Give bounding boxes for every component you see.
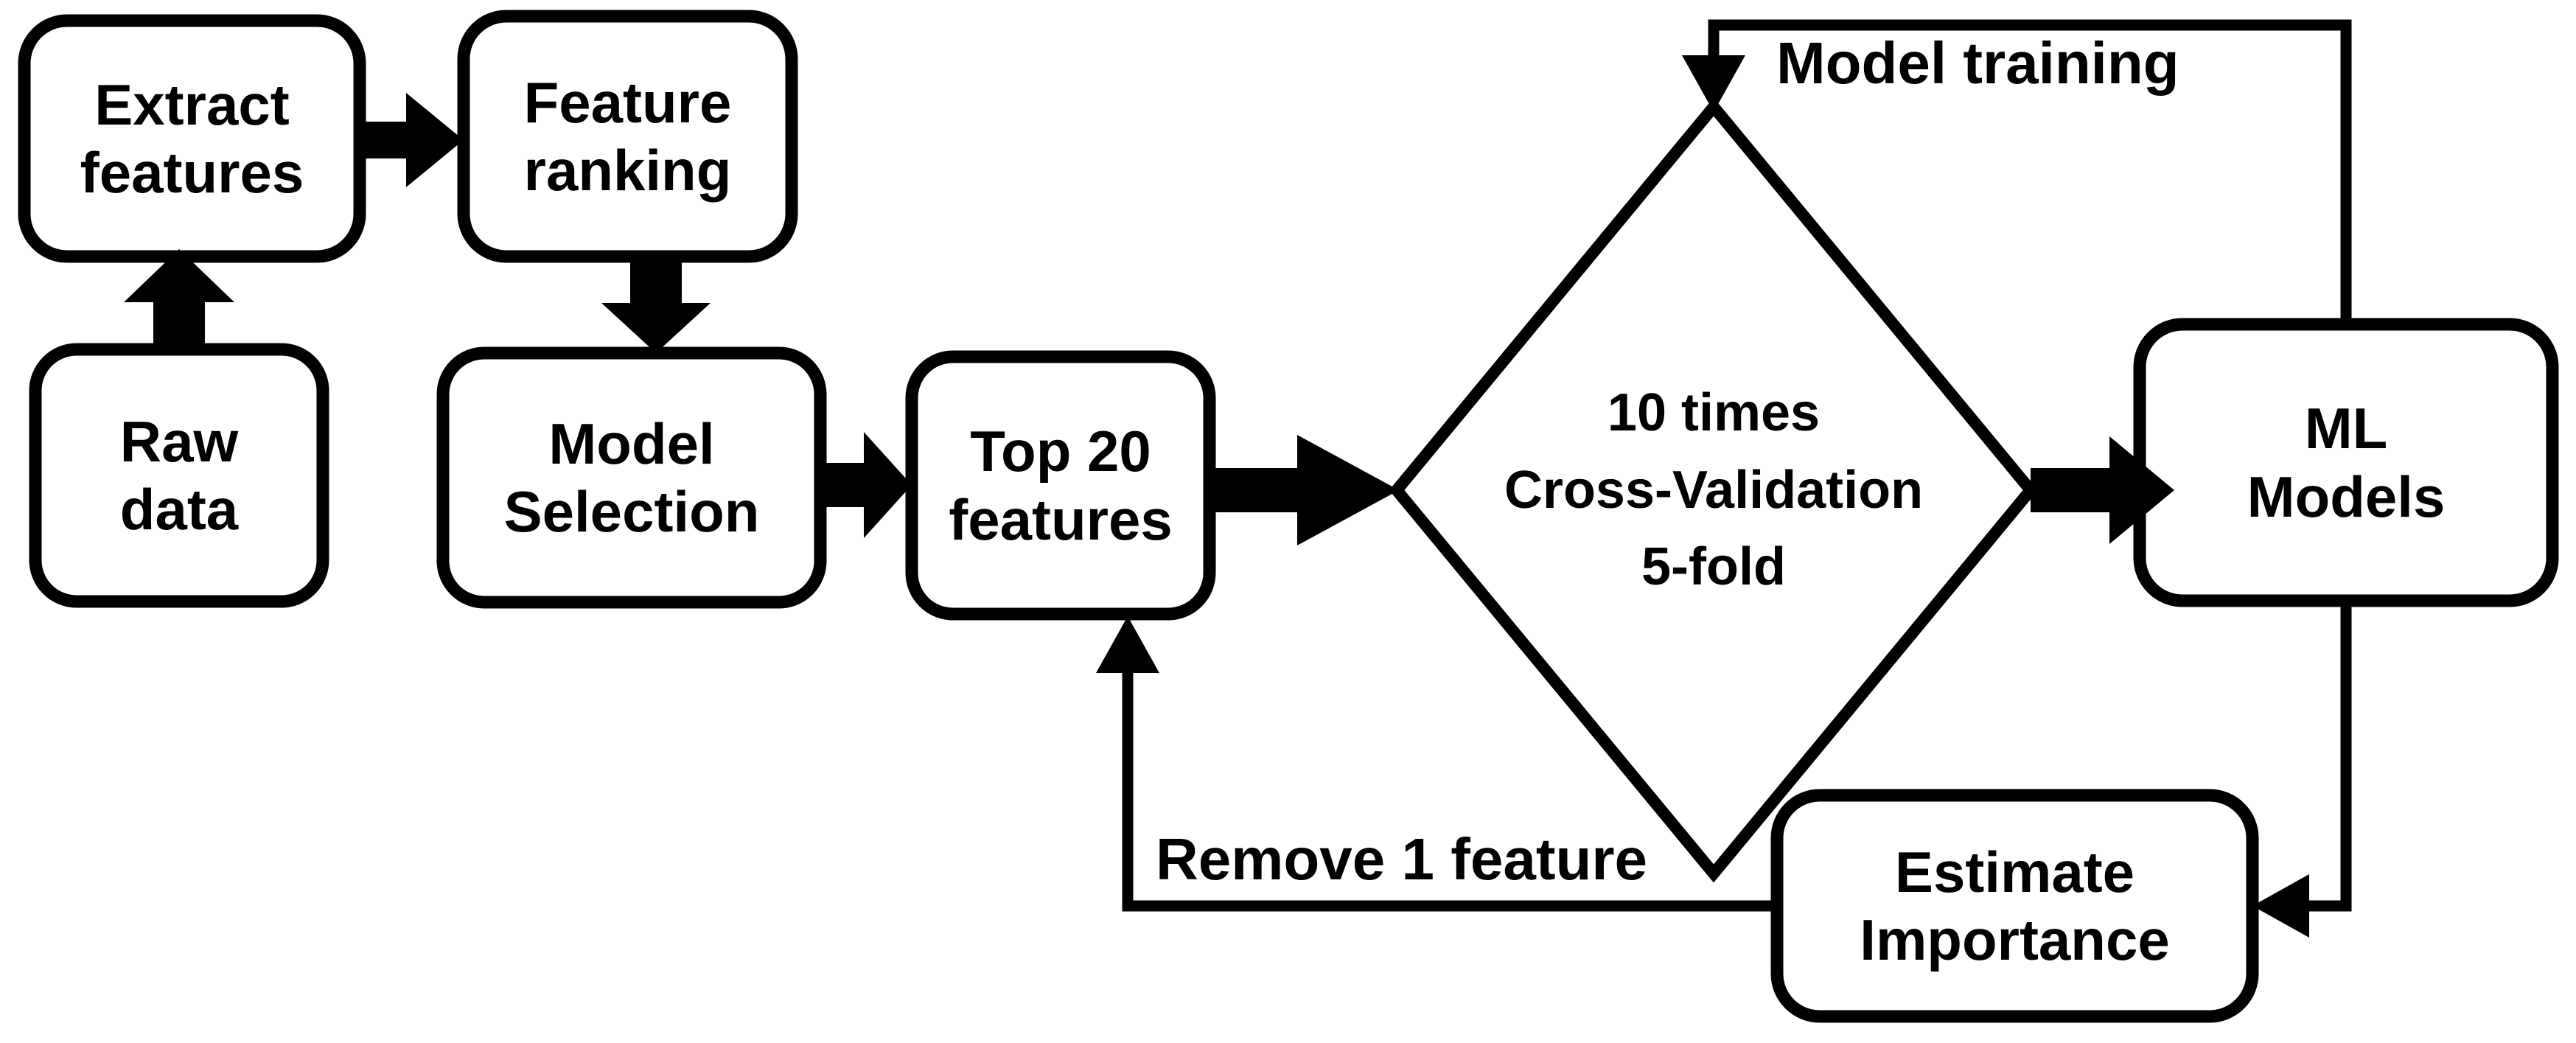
edge-label-model-training: Model training xyxy=(1776,30,2179,96)
node-shape-top-20-features[interactable] xyxy=(905,350,1216,621)
edge-top20-to-cv xyxy=(1210,435,1399,545)
node-shape-extract-features[interactable] xyxy=(18,14,366,263)
edge-ml-models-to-cv xyxy=(1682,19,2352,324)
node-shape-feature-ranking[interactable] xyxy=(457,10,798,263)
edge-estimate-to-top20 xyxy=(1096,616,1777,912)
node-shape-cross-validation[interactable] xyxy=(1389,97,2039,883)
edge-extract-to-ranking xyxy=(360,93,464,187)
edge-cv-to-ml-models xyxy=(2031,436,2174,544)
edge-selection-to-top20 xyxy=(820,432,912,538)
edge-label-remove-1-feature: Remove 1 feature xyxy=(1156,826,1647,892)
node-shape-raw-data[interactable] xyxy=(29,343,329,608)
edge-ranking-to-selection xyxy=(601,257,711,353)
edge-raw-to-extract xyxy=(124,249,234,349)
node-shape-estimate-importance[interactable] xyxy=(1770,789,2259,1023)
node-shape-ml-models[interactable] xyxy=(2133,318,2559,607)
node-shape-model-selection[interactable] xyxy=(436,346,827,609)
edge-ml-models-to-estimate xyxy=(2252,601,2352,938)
